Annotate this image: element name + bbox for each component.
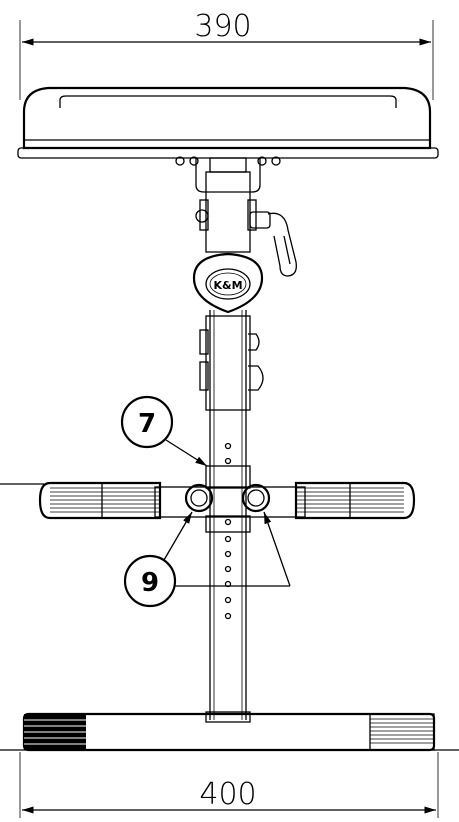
logo-text: K&M — [213, 279, 242, 292]
height-holes-upper — [224, 442, 232, 465]
right-grip-ridges — [296, 483, 404, 518]
callout-7-label: 7 — [138, 409, 156, 439]
callout-7: 7 — [120, 395, 208, 467]
top-dimension-label: 390 — [194, 9, 251, 44]
clamp-lever[interactable] — [249, 211, 297, 277]
top-dimension: 390 — [19, 9, 434, 100]
left-grip-ridges — [50, 483, 160, 518]
seat — [17, 86, 439, 159]
km-logo-badge: K&M — [192, 252, 264, 314]
base-right-grip — [369, 713, 435, 751]
upper-sleeve — [199, 315, 264, 411]
footrest-sleeve — [205, 465, 251, 533]
column — [209, 310, 247, 720]
callout-9-label: 9 — [141, 568, 159, 598]
bottom-dimension: 400 — [19, 752, 439, 818]
callout-9: 9 — [123, 511, 291, 608]
base — [0, 711, 459, 752]
footrest-knob-right[interactable] — [241, 483, 271, 513]
footrest-bar[interactable] — [0, 481, 416, 520]
bottom-dimension-label: 400 — [199, 777, 256, 812]
seat-bracket — [175, 156, 281, 253]
footrest-knob-left[interactable] — [184, 483, 214, 513]
height-holes-lower — [224, 518, 232, 620]
base-left-grip — [24, 714, 86, 750]
